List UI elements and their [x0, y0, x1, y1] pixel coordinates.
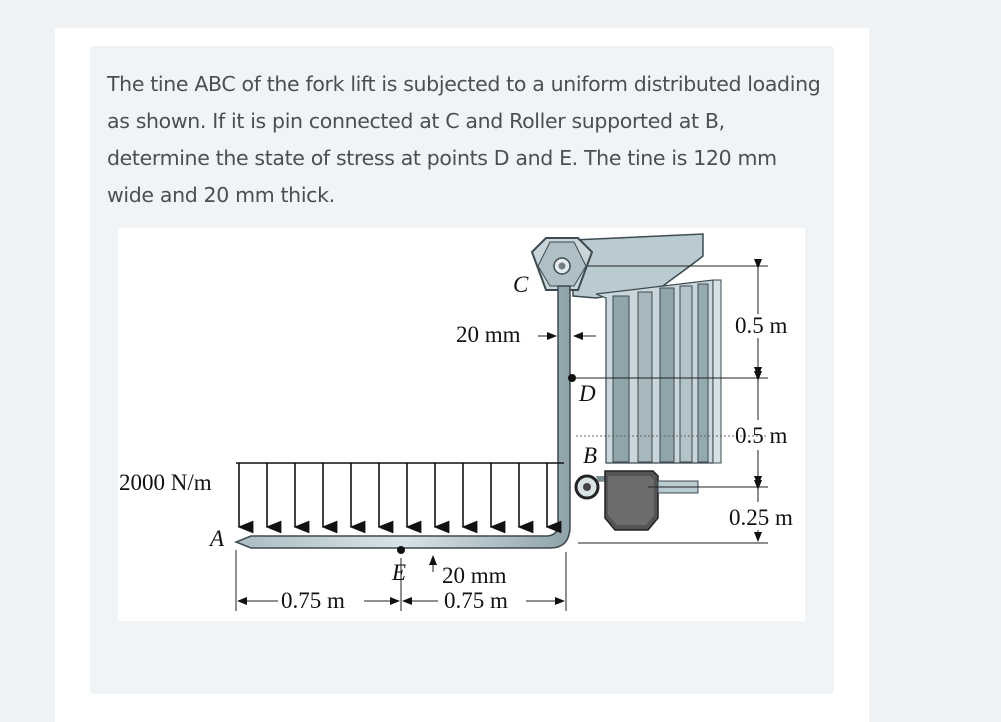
label-point-b: B — [583, 443, 597, 468]
label-thickness-vertical: 20 mm — [456, 322, 521, 347]
distributed-load — [236, 462, 564, 534]
carriage-body — [572, 233, 722, 464]
label-point-c: C — [513, 272, 529, 297]
roller-b — [574, 470, 699, 531]
dimension-lines-right — [576, 259, 768, 544]
point-d-marker — [568, 374, 576, 382]
forklift-tine-figure: C 20 mm D B 2000 N/m A E 20 mm 0.5 m 0.5… — [118, 228, 805, 621]
label-dim-right: 0.75 m — [444, 588, 508, 613]
label-point-d: D — [578, 381, 596, 406]
point-e-marker — [397, 546, 405, 554]
question-card: The tine ABC of the fork lift is subject… — [55, 28, 869, 722]
question-text: The tine ABC of the fork lift is subject… — [107, 72, 821, 207]
dimension-lines-bottom — [235, 550, 567, 611]
label-dim-bottom: 0.25 m — [729, 505, 793, 530]
pin-c — [530, 237, 594, 291]
label-load: 2000 N/m — [119, 470, 212, 495]
label-dim-mid: 0.5 m — [735, 423, 788, 448]
label-dim-top: 0.5 m — [735, 313, 788, 338]
label-thickness-horizontal: 20 mm — [442, 563, 507, 588]
label-dim-left: 0.75 m — [281, 588, 345, 613]
label-point-a: A — [208, 526, 225, 551]
question-panel: The tine ABC of the fork lift is subject… — [90, 46, 834, 694]
label-point-e: E — [391, 560, 406, 585]
